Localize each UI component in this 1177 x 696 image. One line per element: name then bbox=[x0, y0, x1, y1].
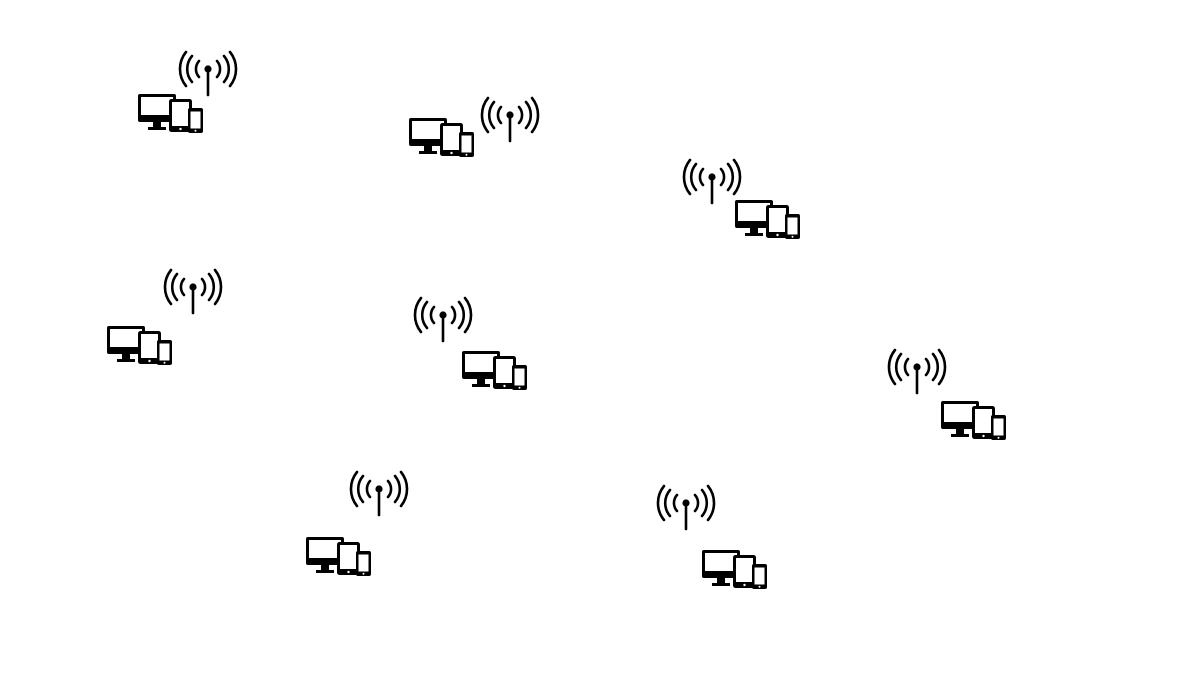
network-node bbox=[413, 296, 527, 390]
multi-device-icon bbox=[306, 537, 371, 576]
network-node bbox=[409, 96, 540, 157]
wireless-antenna-icon bbox=[656, 484, 716, 531]
wireless-antenna-icon bbox=[480, 96, 540, 143]
network-node bbox=[138, 50, 238, 133]
wireless-antenna-icon bbox=[178, 50, 238, 97]
network-nodes bbox=[107, 50, 1006, 589]
multi-device-icon bbox=[462, 351, 527, 390]
network-node bbox=[887, 348, 1006, 440]
network-node bbox=[107, 268, 223, 365]
multi-device-icon bbox=[138, 94, 203, 133]
wireless-antenna-icon bbox=[163, 268, 223, 315]
network-node bbox=[656, 484, 767, 589]
network-node bbox=[682, 158, 800, 239]
wireless-antenna-icon bbox=[413, 296, 473, 343]
network-node bbox=[306, 470, 409, 576]
multi-device-icon bbox=[702, 550, 767, 589]
multi-device-icon bbox=[409, 118, 474, 157]
multi-device-icon bbox=[107, 326, 172, 365]
wireless-antenna-icon bbox=[682, 158, 742, 205]
wireless-antenna-icon bbox=[349, 470, 409, 517]
multi-device-icon bbox=[735, 200, 800, 239]
wireless-antenna-icon bbox=[887, 348, 947, 395]
multi-device-icon bbox=[941, 401, 1006, 440]
